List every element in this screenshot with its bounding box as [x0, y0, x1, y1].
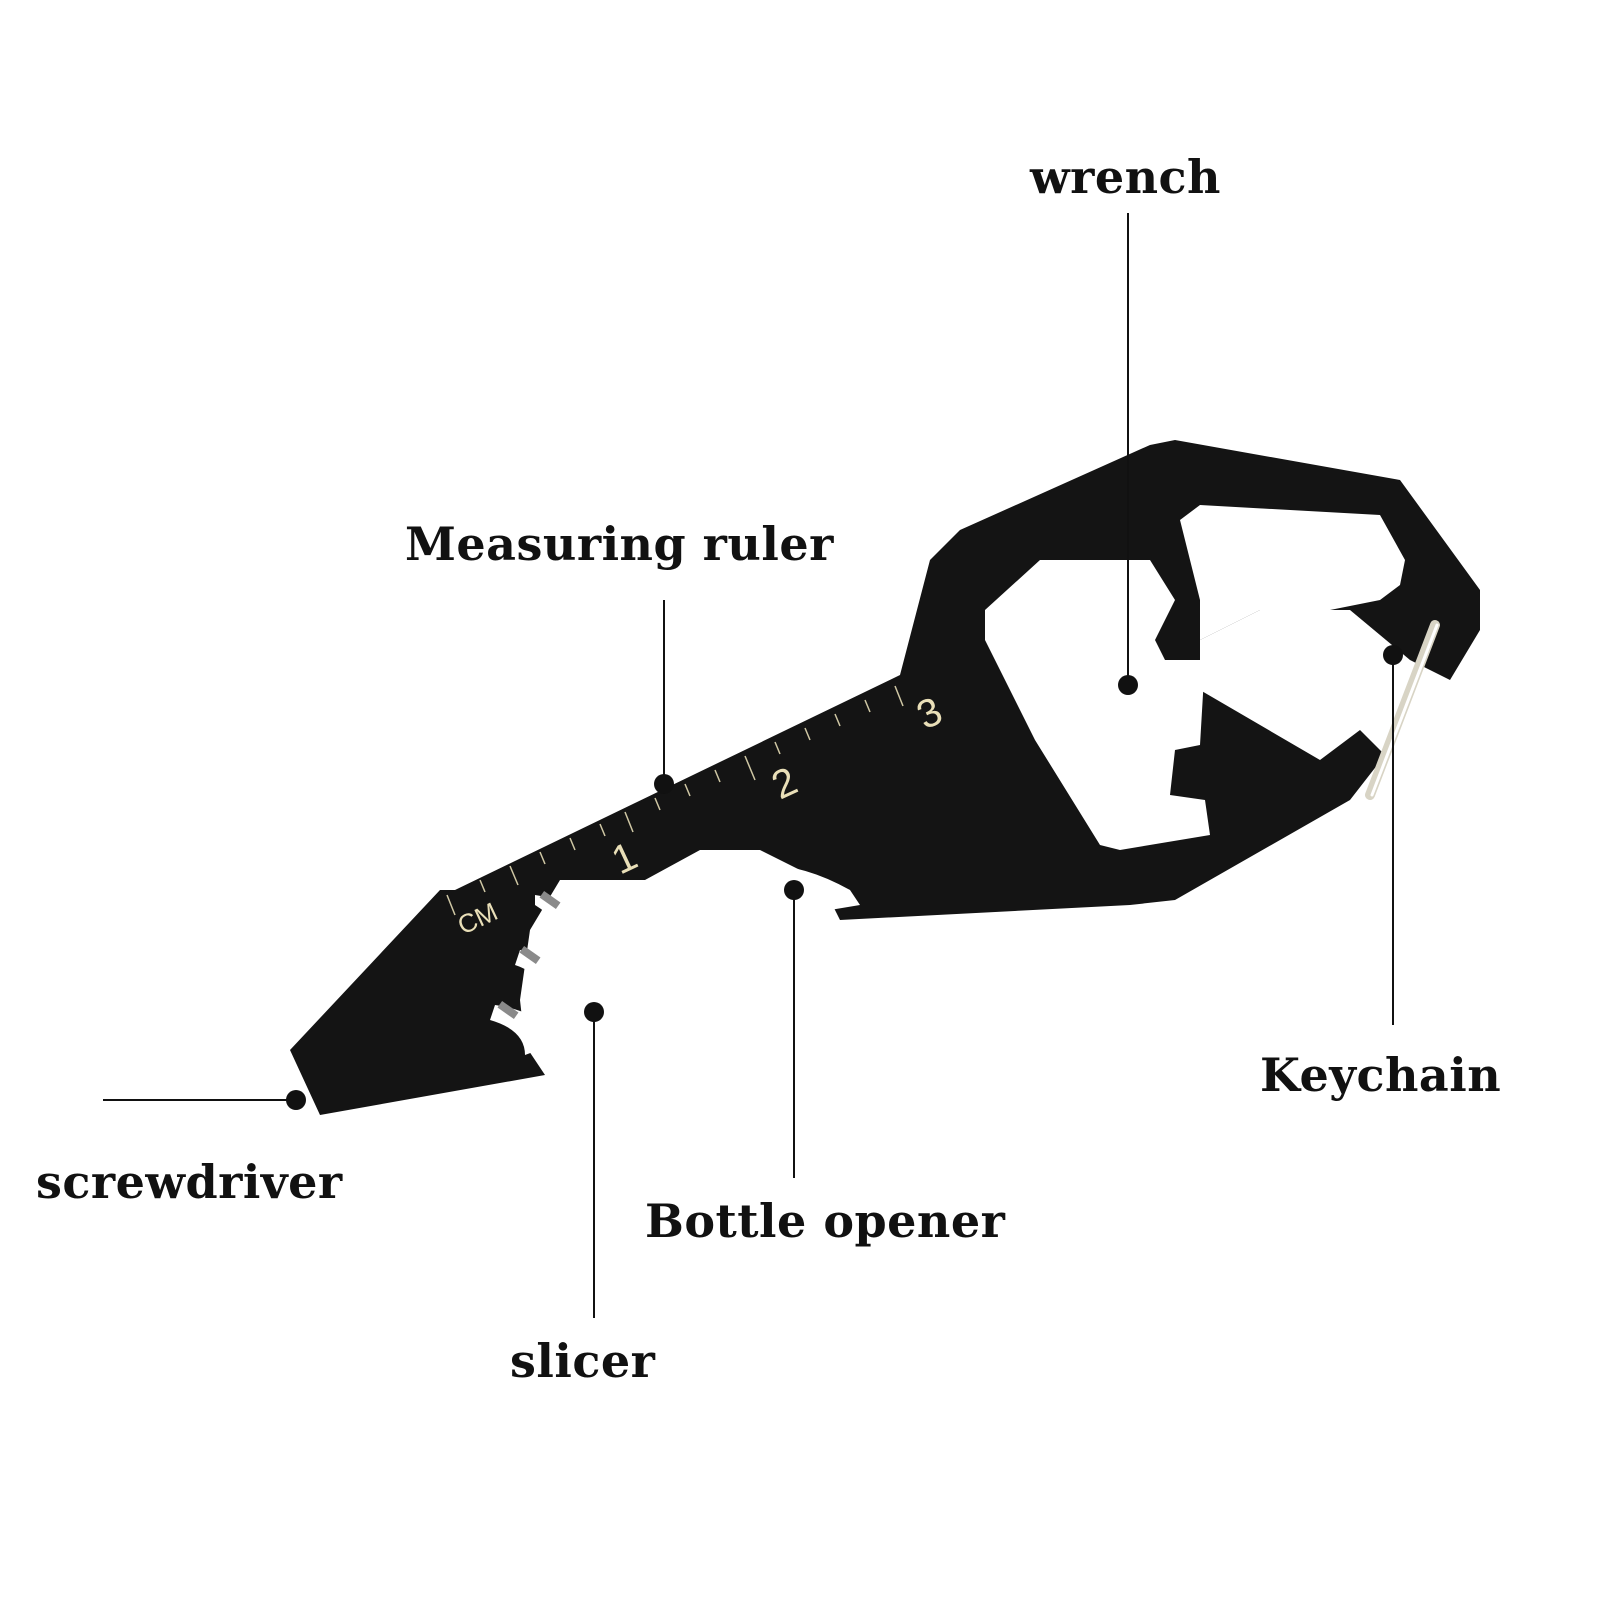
callout-label-wrench: wrench [1030, 150, 1221, 204]
ruler-ticks [446, 685, 904, 916]
keychain-pointer-dot [1383, 645, 1403, 665]
callout-label-screwdriver: screwdriver [36, 1155, 343, 1209]
callout-label-slicer: slicer [510, 1334, 656, 1388]
keychain-ring [1365, 620, 1440, 800]
wrench-pointer-dot [1118, 675, 1138, 695]
callout-label-keychain: Keychain [1260, 1048, 1502, 1102]
callout-label-measuring-ruler: Measuring ruler [405, 517, 834, 571]
bottle-opener-pointer-dot [784, 880, 804, 900]
callout-label-bottle-opener: Bottle opener [645, 1194, 1006, 1248]
slicer-pointer-dot [584, 1002, 604, 1022]
tool-body [290, 440, 1480, 1115]
screwdriver-pointer-dot [286, 1090, 306, 1110]
callout-lines [103, 213, 1403, 1318]
ruler-pointer-dot [654, 774, 674, 794]
